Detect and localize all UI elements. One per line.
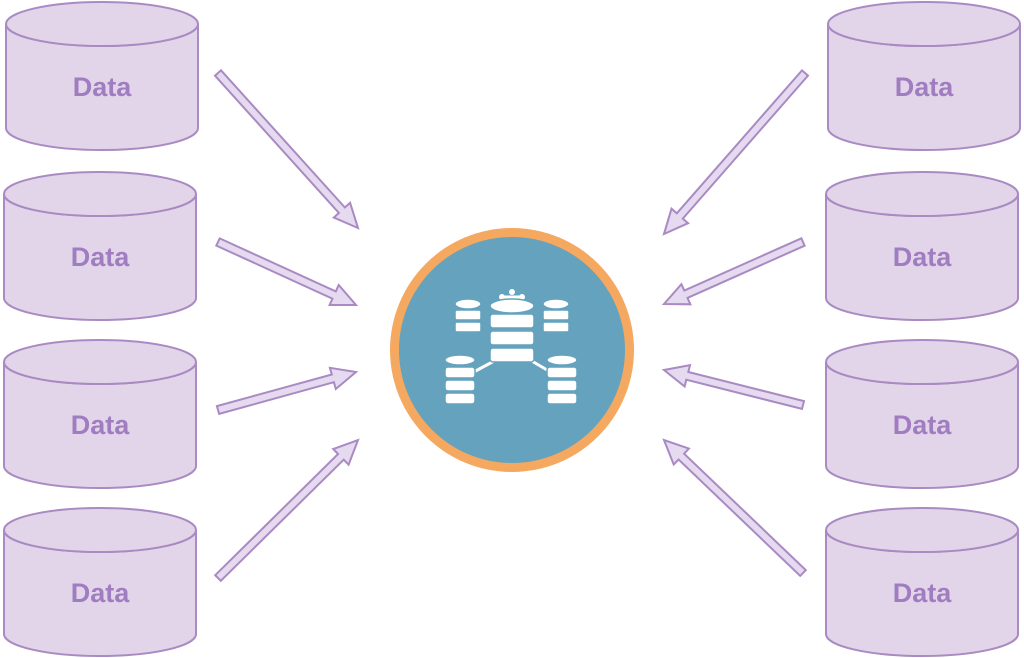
cylinder-top [825,339,1019,385]
small-db-lower-left [444,354,476,405]
data-source-label: Data [70,410,130,440]
data-source-label: Data [72,72,132,102]
cylinder-shape [5,1,199,151]
cylinder-shape [3,171,197,321]
data-source-right-3: Data [824,338,1020,490]
data-source-label: Data [892,242,952,272]
data-source-right-4: Data [824,506,1020,658]
cylinder-shape [825,171,1019,321]
cylinder-shape [3,507,197,657]
arrow-left-3 [215,366,359,416]
data-source-right-1: Data [826,0,1022,152]
cylinder-top [827,1,1021,47]
central-db-stack [489,298,535,363]
cylinder-shape [827,1,1021,151]
arrow-right-2 [661,236,806,306]
central-database-hub [390,228,634,472]
cylinder-top [825,507,1019,553]
cylinder-top [825,171,1019,217]
small-db-upper-right [542,298,570,333]
data-source-label: Data [70,242,130,272]
arrow-right-4 [662,438,808,578]
arrow-left-1 [213,68,360,230]
data-source-label: Data [892,578,952,608]
data-source-left-2: Data [2,170,198,322]
cylinder-top [3,507,197,553]
small-db-upper-left [454,298,482,333]
cylinder-top [3,171,197,217]
data-source-label: Data [894,72,954,102]
distributed-database-icon [444,289,578,405]
cylinder-shape [3,339,197,489]
data-source-left-3: Data [2,338,198,490]
small-db-lower-right [546,354,578,405]
data-source-left-1: Data [4,0,200,152]
data-source-label: Data [892,410,952,440]
data-source-right-2: Data [824,170,1020,322]
cylinder-shape [825,507,1019,657]
data-source-label: Data [70,578,130,608]
arrow-right-1 [662,68,810,236]
cylinder-shape [825,339,1019,489]
arrow-left-2 [214,237,359,306]
cylinder-top [3,339,197,385]
cylinder-top [5,1,199,47]
data-source-left-4: Data [2,506,198,658]
arrow-left-4 [213,438,360,583]
arrow-right-3 [661,363,806,411]
